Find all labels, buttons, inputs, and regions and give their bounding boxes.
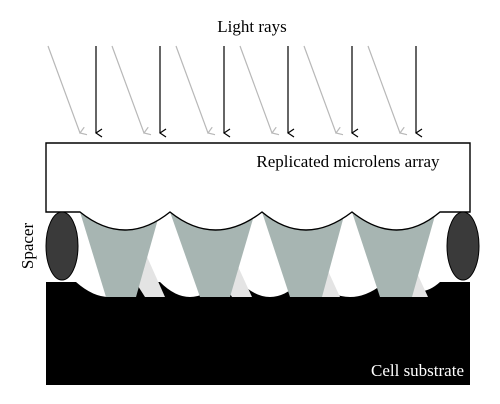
focus-cone bbox=[262, 212, 345, 297]
focus-cone bbox=[80, 212, 160, 297]
spacer-right bbox=[446, 211, 480, 281]
focus-cones bbox=[80, 212, 436, 297]
cell-substrate-label: Cell substrate bbox=[371, 361, 464, 380]
oblique-ray bbox=[367, 45, 400, 133]
focus-cone bbox=[170, 212, 255, 297]
oblique-ray bbox=[239, 45, 272, 133]
replicated-microlens-array bbox=[45, 142, 471, 231]
oblique-ray bbox=[175, 45, 208, 133]
oblique-ray bbox=[111, 45, 144, 133]
microlens-array-label: Replicated microlens array bbox=[256, 152, 440, 171]
vertical-light-rays bbox=[96, 46, 416, 133]
spacer-label: Spacer bbox=[18, 223, 37, 270]
light-rays-label: Light rays bbox=[217, 17, 286, 36]
spacer-left bbox=[45, 211, 79, 281]
focus-cone bbox=[352, 212, 436, 297]
oblique-ray bbox=[47, 45, 80, 133]
oblique-ray bbox=[303, 45, 336, 133]
oblique-light-rays bbox=[47, 45, 400, 133]
cell-substrate bbox=[46, 282, 470, 385]
